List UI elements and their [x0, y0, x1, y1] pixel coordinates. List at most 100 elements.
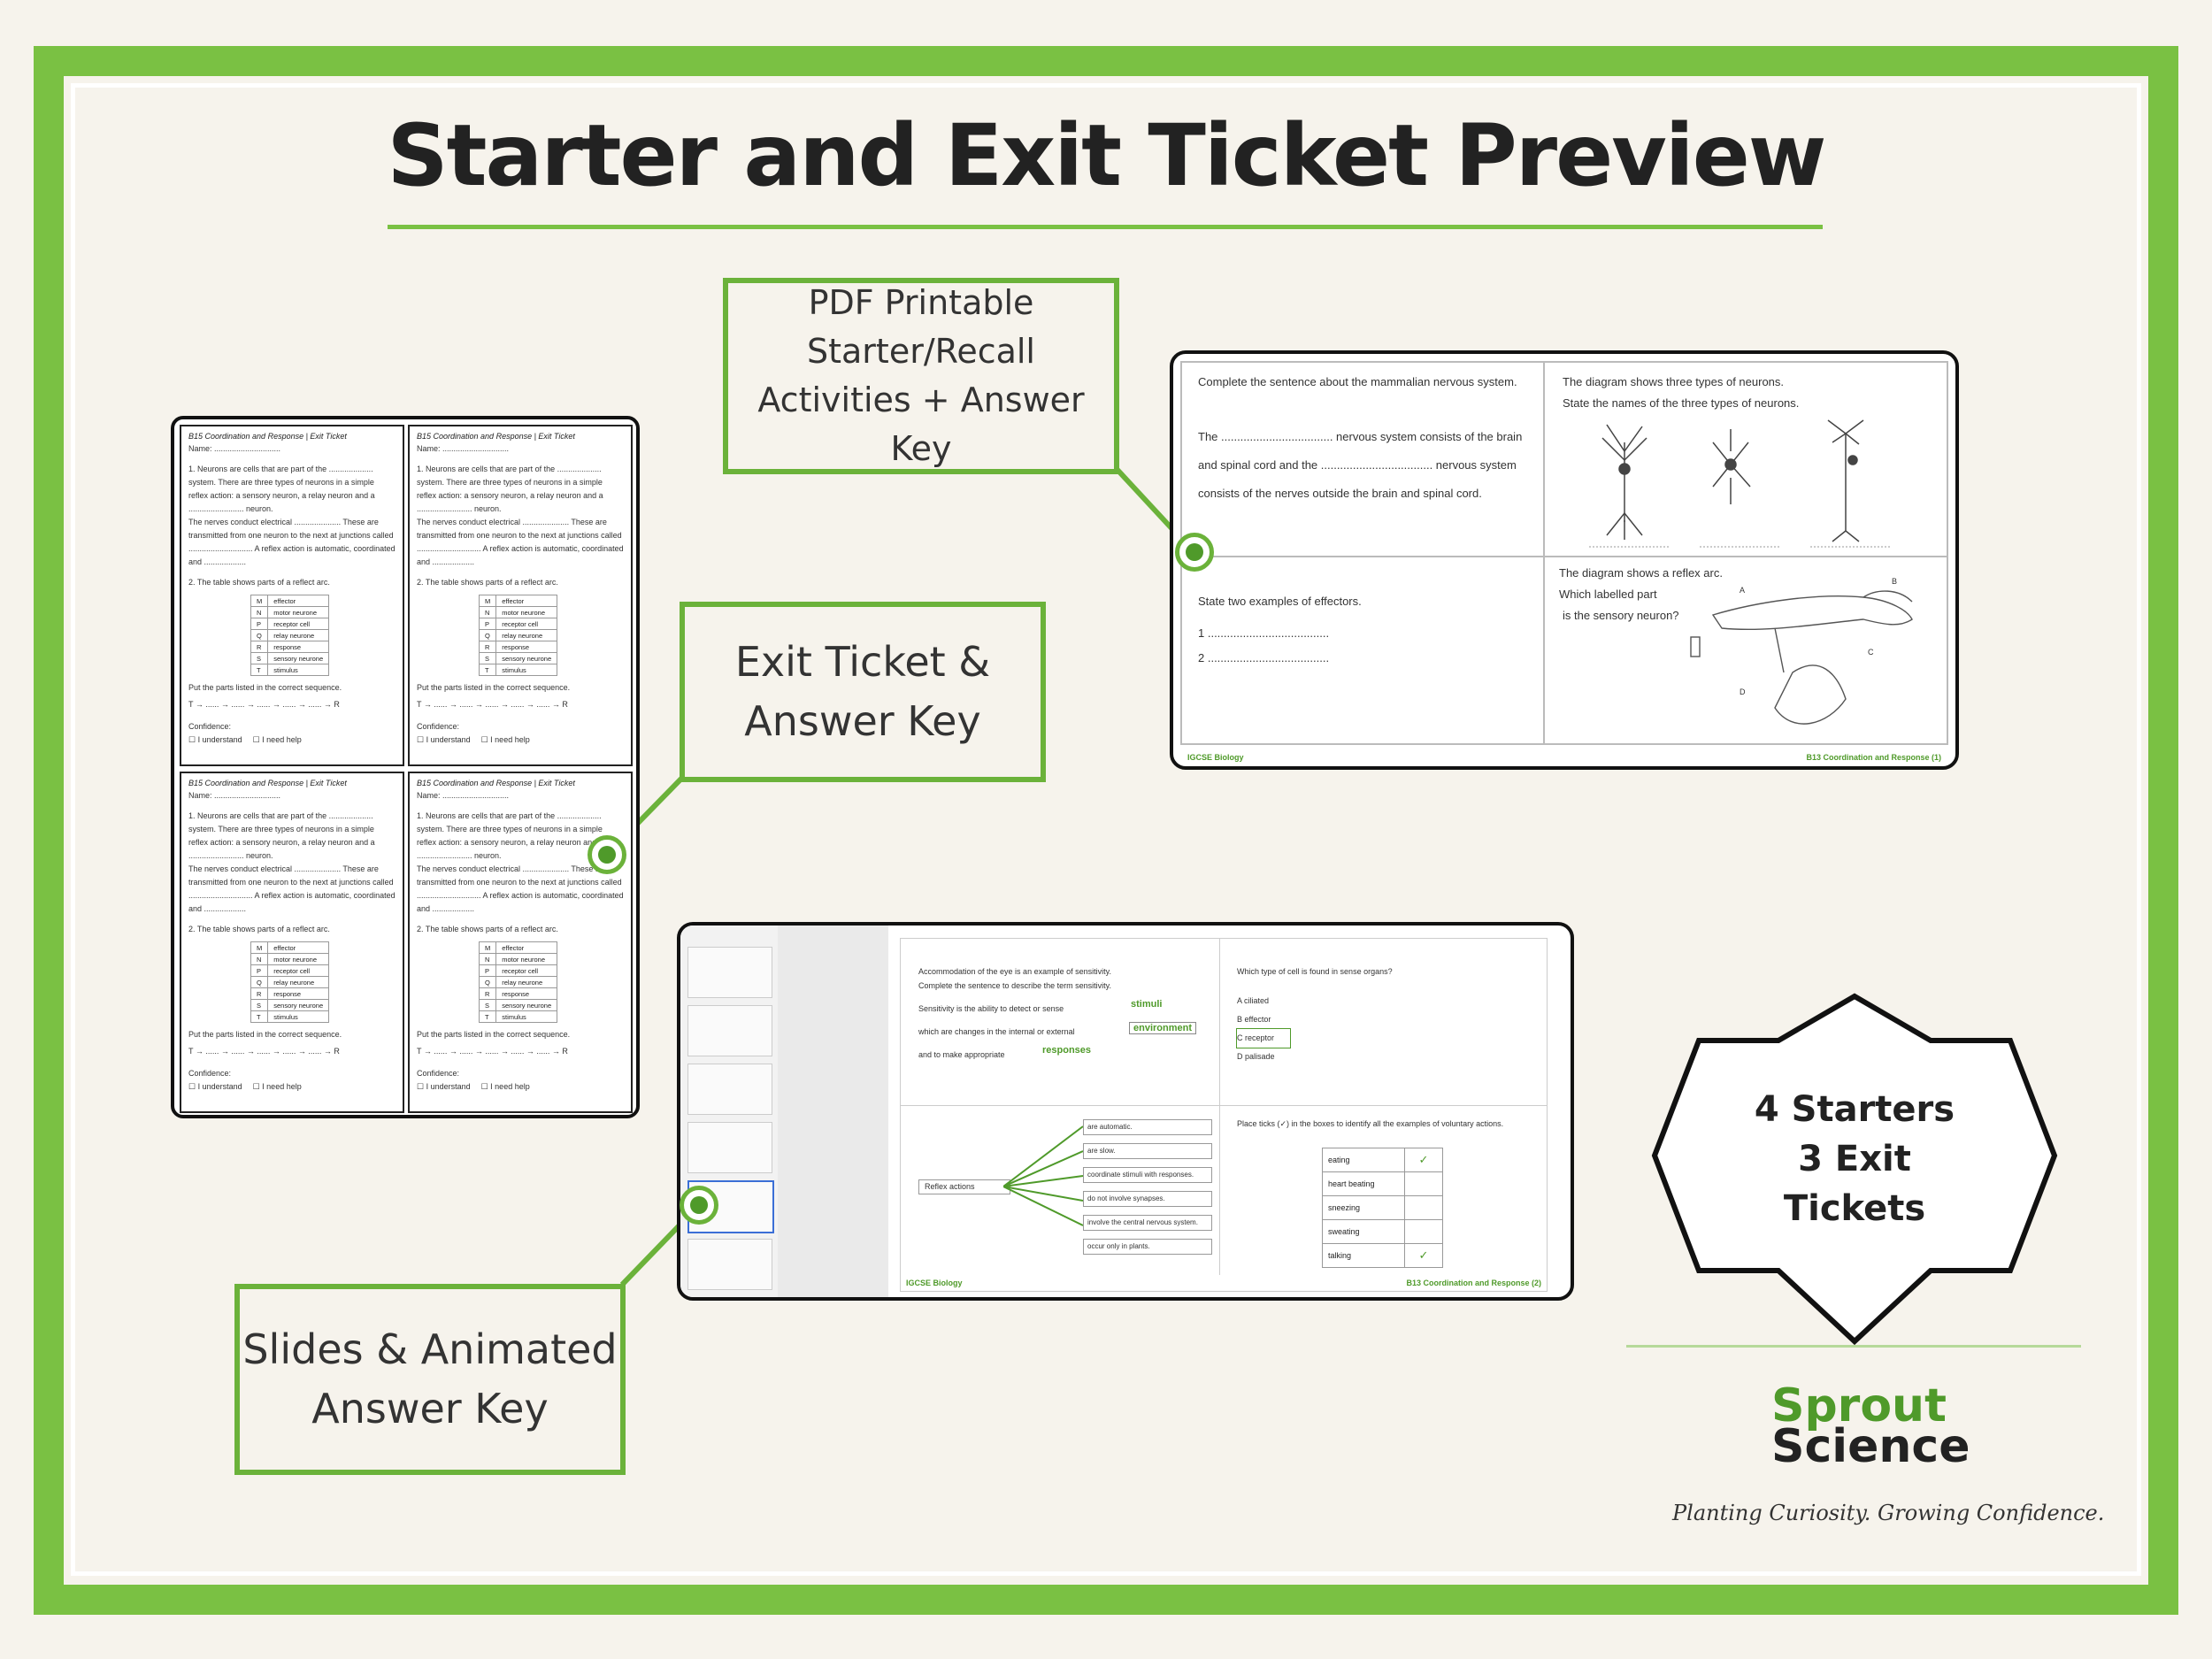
slide-q3-root: Reflex actions — [918, 1179, 1010, 1194]
exit-ticket-table-cell: stimulus — [267, 1010, 330, 1023]
exit-ticket-table-cell: S — [478, 999, 497, 1011]
exit-ticket-table-cell: M — [250, 941, 269, 954]
exit-ticket-table-cell: N — [250, 606, 269, 618]
exit-ticket-sequence: T → ...... → ...... → ...... → ...... → … — [417, 1047, 568, 1056]
exit-ticket-table-cell: R — [250, 641, 269, 653]
slide-thumbnail[interactable] — [687, 1239, 772, 1290]
need-help-checkbox[interactable]: ☐ I need help — [252, 735, 302, 744]
slide-q3-option[interactable]: involve the central nervous system. — [1083, 1215, 1212, 1231]
exit-ticket-table-cell: relay neurone — [267, 629, 330, 641]
pdf-footer-left: IGCSE Biology — [1187, 753, 1244, 762]
svg-text:C: C — [1868, 648, 1874, 657]
exit-ticket-q1b: The nerves conduct electrical ..........… — [417, 864, 624, 913]
pdf-q1-title: Complete the sentence about the mammalia… — [1198, 375, 1517, 388]
exit-ticket-confidence: Confidence: — [417, 1069, 460, 1078]
slide-q4-tick-box[interactable] — [1404, 1171, 1443, 1196]
slide-q4-row-label: eating — [1322, 1148, 1405, 1172]
exit-ticket-sequence-prompt: Put the parts listed in the correct sequ… — [188, 683, 342, 692]
exit-ticket-table-cell: N — [478, 953, 497, 965]
exit-ticket-table-cell: stimulus — [495, 664, 558, 676]
exit-ticket-q1: 1. Neurons are cells that are part of th… — [188, 811, 375, 860]
exit-ticket-table-cell: P — [250, 964, 269, 977]
exit-ticket-table-cell: effector — [267, 595, 330, 607]
slides-preview: Accommodation of the eye is an example o… — [677, 922, 1574, 1301]
slide-q1-l3: Sensitivity is the ability to detect or … — [918, 1004, 1064, 1013]
understand-checkbox[interactable]: ☐ I understand — [188, 735, 242, 744]
exit-ticket-table-cell: S — [478, 652, 497, 664]
slide-thumbnail[interactable] — [687, 947, 772, 998]
pdf-q2-title: The diagram shows three types of neurons… — [1563, 375, 1785, 388]
exit-ticket-q1b: The nerves conduct electrical ..........… — [188, 518, 396, 566]
slide-q2-option[interactable]: C receptor — [1236, 1028, 1291, 1048]
slide-q2-option[interactable]: B effector — [1237, 1015, 1271, 1024]
slides-label-line1: Slides & Animated — [242, 1325, 618, 1374]
slide-q4-row-label: sneezing — [1322, 1195, 1405, 1220]
slide-q3-option[interactable]: coordinate stimuli with responses. — [1083, 1167, 1212, 1183]
exit-ticket-preview: B15 Coordination and Response | Exit Tic… — [171, 416, 640, 1118]
exit-ticket-confidence: Confidence: — [188, 722, 232, 731]
slide-thumbnail[interactable] — [687, 1064, 772, 1115]
pdf-q1-line1: The ................................... … — [1198, 430, 1523, 443]
exit-ticket-table-cell: relay neurone — [267, 976, 330, 988]
pdf-label-box: PDF Printable Starter/Recall Activities … — [723, 278, 1119, 474]
svg-text:A: A — [1740, 586, 1745, 595]
pdf-q3-title: State two examples of effectors. — [1198, 595, 1362, 608]
slide-q4-tick-box[interactable] — [1404, 1219, 1443, 1244]
slide-thumbnail[interactable] — [687, 1122, 772, 1173]
slide-q4-tick-box[interactable]: ✓ — [1404, 1148, 1443, 1172]
slide-q2-option[interactable]: D palisade — [1237, 1052, 1275, 1061]
pdf-q2-sub: State the names of the three types of ne… — [1563, 396, 1800, 410]
understand-checkbox[interactable]: ☐ I understand — [417, 1082, 471, 1091]
exit-ticket-sequence-prompt: Put the parts listed in the correct sequ… — [417, 1030, 571, 1039]
pdf-q4-sub1: Which labelled part — [1559, 588, 1657, 601]
slide-q1-l4: which are changes in the internal or ext… — [918, 1027, 1075, 1036]
exit-label-line2: Answer Key — [744, 697, 981, 745]
exit-ticket-page: B15 Coordination and Response | Exit Tic… — [408, 425, 633, 766]
exit-ticket-q1: 1. Neurons are cells that are part of th… — [188, 465, 375, 513]
need-help-checkbox[interactable]: ☐ I need help — [480, 1082, 530, 1091]
exit-ticket-confidence-options: ☐ I understand ☐ I need help — [417, 1080, 624, 1094]
slide-thumbnail[interactable] — [687, 1005, 772, 1056]
exit-ticket-sequence-prompt: Put the parts listed in the correct sequ… — [417, 683, 571, 692]
exit-ticket-table-cell: motor neurone — [495, 606, 558, 618]
understand-checkbox[interactable]: ☐ I understand — [188, 1082, 242, 1091]
page-inner-border — [71, 83, 2141, 1576]
exit-ticket-table-cell: S — [250, 999, 269, 1011]
exit-ticket-table-cell: M — [478, 595, 497, 607]
slide-q4-row-label: talking — [1322, 1243, 1405, 1268]
need-help-checkbox[interactable]: ☐ I need help — [252, 1082, 302, 1091]
slide-q3-option[interactable]: are automatic. — [1083, 1119, 1212, 1135]
slide-q2-option[interactable]: A ciliated — [1237, 996, 1270, 1005]
exit-label-box: Exit Ticket & Answer Key — [680, 602, 1046, 782]
exit-ticket-header: B15 Coordination and Response | Exit Tic… — [417, 779, 575, 787]
svg-text:B: B — [1892, 577, 1897, 586]
exit-ticket-table-cell: P — [250, 618, 269, 630]
slide-q4-tick-box[interactable] — [1404, 1195, 1443, 1220]
exit-ticket-name: Name: .............................. — [417, 444, 510, 453]
page-frame — [34, 46, 2178, 1615]
exit-ticket-table-cell: sensory neurone — [267, 999, 330, 1011]
pdf-q4-sub2: is the sensory neuron? — [1563, 609, 1679, 622]
exit-ticket-table-cell: receptor cell — [495, 964, 558, 977]
pdf-q4-title: The diagram shows a reflex arc. — [1559, 566, 1723, 580]
exit-ticket-table-cell: effector — [267, 941, 330, 954]
understand-checkbox[interactable]: ☐ I understand — [417, 735, 471, 744]
title-underline — [388, 225, 1823, 229]
count-badge: 4 Starters 3 Exit Tickets — [1647, 987, 2062, 1350]
slide-q4-tick-box[interactable]: ✓ — [1404, 1243, 1443, 1268]
page-title: Starter and Exit Ticket Preview — [387, 106, 1827, 205]
brand-sprout: Sprout — [1771, 1379, 1947, 1432]
exit-ticket-sequence: T → ...... → ...... → ...... → ...... → … — [188, 700, 340, 709]
slide-q3-option[interactable]: occur only in plants. — [1083, 1239, 1212, 1255]
slide-q4-title: Place ticks (✓) in the boxes to identify… — [1237, 1119, 1504, 1128]
slide-answer-responses: responses — [1042, 1045, 1092, 1056]
slide-q3-option[interactable]: are slow. — [1083, 1143, 1212, 1159]
slide-q3-option[interactable]: do not involve synapses. — [1083, 1191, 1212, 1207]
svg-text:D: D — [1740, 687, 1746, 696]
exit-ticket-header: B15 Coordination and Response | Exit Tic… — [188, 779, 347, 787]
need-help-checkbox[interactable]: ☐ I need help — [480, 735, 530, 744]
slide-q4-row-label: sweating — [1322, 1219, 1405, 1244]
slides-label-line2: Answer Key — [311, 1385, 549, 1432]
exit-ticket-page: B15 Coordination and Response | Exit Tic… — [180, 425, 404, 766]
